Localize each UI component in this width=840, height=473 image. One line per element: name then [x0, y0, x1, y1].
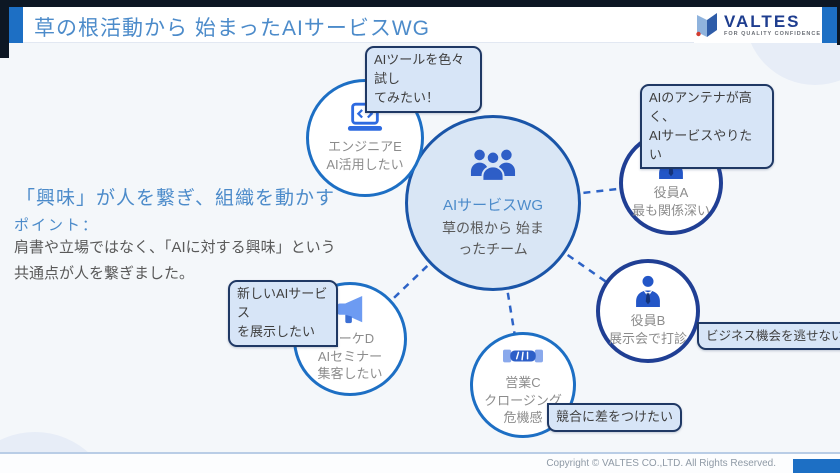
- node-desc: AIセミナー 集客したい: [317, 348, 383, 382]
- node-role: 役員B: [630, 313, 666, 329]
- title-accent-bar: [9, 7, 23, 43]
- page-title: 草の根活動から 始まったAIサービスWG: [34, 17, 430, 40]
- valtes-logo-icon: [696, 12, 717, 37]
- center-node-ai-service-wg: AIサービスWG 草の根から 始ま ったチーム: [405, 115, 581, 291]
- node-desc: クロージング 危機感: [484, 392, 562, 426]
- footer-blue-block: [793, 459, 840, 473]
- speech-bubble-executive-a: AIのアンテナが高く、 AIサービスやりたい: [640, 84, 774, 170]
- valtes-logo: VALTES FOR QUALITY CONFIDENCE: [694, 7, 822, 43]
- node-desc: AI活用したい: [326, 157, 404, 172]
- copyright-text: Copyright © VALTES CO.,LTD. All Rights R…: [546, 458, 776, 469]
- speech-bubble-engineer: AIツールを色々試し てみたい！: [365, 46, 482, 113]
- node-desc: 最も関係深い: [631, 203, 710, 218]
- header-blue-block: [822, 7, 837, 43]
- node-role: 役員A: [653, 185, 689, 201]
- node-role: 営業C: [505, 375, 541, 391]
- left-edge-bar: [0, 0, 9, 58]
- logo-name: VALTES: [723, 12, 801, 31]
- businessman-icon: [634, 274, 662, 308]
- speech-bubble-marketing-d: 新しいAIサービス を展示したい: [228, 280, 338, 347]
- top-edge-bar: [0, 0, 840, 7]
- handshake-icon: [503, 343, 543, 369]
- footer: Copyright © VALTES CO.,LTD. All Rights R…: [0, 454, 840, 473]
- team-icon: [470, 146, 516, 183]
- center-node-title: AIサービスWG: [443, 197, 543, 214]
- node-desc: 展示会で打診: [608, 331, 687, 346]
- megaphone-icon: [334, 295, 366, 325]
- point-body: 肩書や立場ではなく、「AIに対する興味」という 共通点が人を繋ぎました。: [14, 239, 336, 283]
- speech-bubble-sales-c: 競合に差をつけたい: [547, 403, 683, 432]
- node-executive-b: 役員B 展示会で打診: [596, 259, 700, 363]
- center-node-desc: 草の根から 始ま ったチーム: [442, 220, 544, 257]
- right-edge-bar: [837, 0, 840, 45]
- logo-tagline: FOR QUALITY CONFIDENCE: [723, 31, 822, 37]
- point-label: ポイント：: [14, 217, 100, 234]
- speech-bubble-executive-b: ビジネス機会を逃せない: [697, 322, 840, 351]
- footer-divider: [0, 452, 840, 454]
- key-message: 「興味」が人を繋ぎ、組織を動かす: [16, 188, 336, 209]
- node-role: エンジニアE: [328, 139, 402, 155]
